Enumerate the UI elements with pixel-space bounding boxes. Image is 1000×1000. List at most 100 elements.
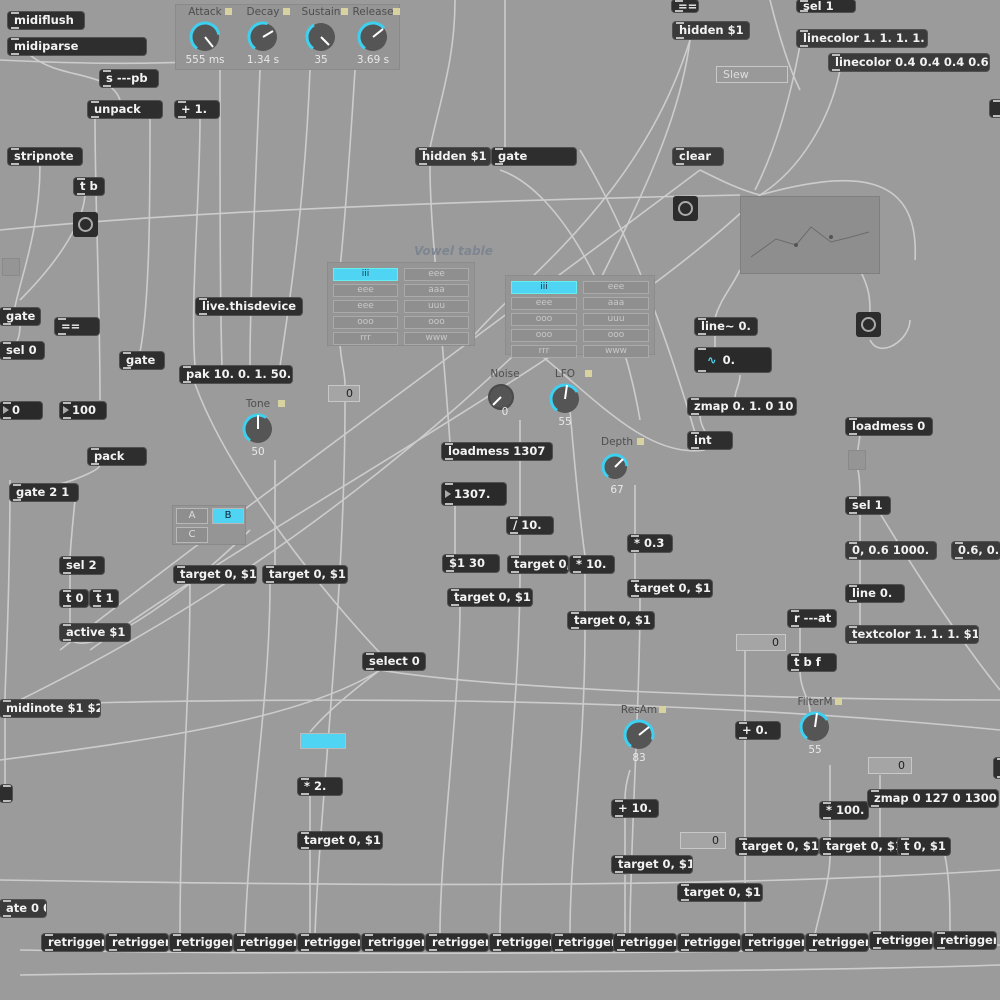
line-tilde-object[interactable]: line~ 0. bbox=[695, 318, 757, 335]
vowel-cell[interactable]: uuu bbox=[583, 313, 649, 326]
target-object-i[interactable]: target 0, $1 bbox=[678, 884, 762, 901]
target-object-d[interactable]: target 0, $1 bbox=[448, 589, 532, 606]
slew-label[interactable]: Slew bbox=[716, 66, 788, 83]
vowel-cell[interactable]: uuu bbox=[404, 300, 469, 313]
switch-a[interactable]: A bbox=[176, 508, 208, 524]
attack-dial[interactable]: Attack 555 ms bbox=[176, 6, 234, 66]
target-object-h[interactable]: target 0, $1 bbox=[612, 856, 692, 873]
number-box-h[interactable]: 0 bbox=[680, 832, 726, 849]
lfo-dial[interactable]: LFO 55 bbox=[536, 368, 594, 428]
receive-at-object[interactable]: r ---at bbox=[788, 610, 836, 627]
retrigger-object[interactable]: retrigger bbox=[170, 934, 232, 951]
gate-object-mid[interactable]: gate bbox=[120, 352, 164, 369]
retrigger-object[interactable]: retrigger bbox=[42, 934, 104, 951]
pack-object[interactable]: pack bbox=[88, 448, 146, 465]
retrigger-object[interactable]: retrigger bbox=[106, 934, 168, 951]
equals-object-left[interactable]: == bbox=[55, 318, 99, 335]
times-2-object[interactable]: * 2. bbox=[298, 778, 342, 795]
number-box-0[interactable]: 0 bbox=[0, 402, 42, 419]
float-number-1307[interactable]: 1307. bbox=[442, 483, 506, 505]
gate-2-1-object[interactable]: gate 2 1 bbox=[10, 484, 78, 501]
number-box-z[interactable]: 0 bbox=[868, 757, 912, 774]
vowel-cell[interactable]: eee bbox=[511, 297, 577, 310]
vowel-cell[interactable]: aaa bbox=[583, 297, 649, 310]
retrigger-object[interactable]: retrigger bbox=[552, 934, 614, 951]
retrigger-object[interactable]: retrigger bbox=[742, 934, 804, 951]
midinote-message[interactable]: midinote $1 $2 bbox=[0, 700, 100, 717]
t-b-object[interactable]: t b bbox=[74, 178, 104, 195]
times-100-object[interactable]: * 100. bbox=[820, 802, 868, 819]
t-0-object[interactable]: t 0 bbox=[60, 590, 88, 607]
small-toggle-left[interactable] bbox=[2, 258, 20, 276]
send-pb-object[interactable]: s ---pb bbox=[100, 70, 158, 87]
switch-b[interactable]: B bbox=[212, 508, 244, 524]
divide-10-object[interactable]: / 10. bbox=[507, 517, 553, 534]
filterm-dial[interactable]: FilterM 55 bbox=[786, 696, 844, 756]
edge-object[interactable] bbox=[0, 785, 12, 802]
right-edge-object-b[interactable] bbox=[994, 758, 1000, 778]
vowel-cell[interactable]: iii bbox=[511, 281, 577, 294]
bang-toggle-right[interactable] bbox=[673, 196, 698, 221]
plus-10-object[interactable]: + 10. bbox=[612, 800, 658, 817]
vowel-cell[interactable]: eee bbox=[404, 268, 469, 281]
vowel-cell[interactable]: iii bbox=[333, 268, 398, 281]
times-10-object[interactable]: * 10. bbox=[570, 556, 614, 573]
t-b-f-object[interactable]: t b f bbox=[788, 654, 836, 671]
retrigger-object[interactable]: retrigger bbox=[678, 934, 740, 951]
release-dial[interactable]: Release 3.69 s bbox=[344, 6, 402, 66]
line-0-object[interactable]: line 0. bbox=[846, 585, 904, 602]
textcolor-message[interactable]: textcolor 1. 1. 1. $1 bbox=[846, 626, 978, 643]
zmap-object-1[interactable]: zmap 0. 1. 0 10 bbox=[688, 398, 796, 415]
midiparse-object[interactable]: midiparse bbox=[8, 38, 146, 55]
tone-dial[interactable]: Tone 50 bbox=[229, 398, 287, 458]
retrigger-object[interactable]: retrigger bbox=[870, 932, 932, 949]
vowel-cell[interactable]: ooo bbox=[333, 316, 398, 329]
vowel-cell[interactable]: ooo bbox=[583, 329, 649, 342]
gate-object-left[interactable]: gate bbox=[0, 308, 40, 325]
unpack-object[interactable]: unpack bbox=[88, 101, 162, 118]
sel-0-object[interactable]: sel 0 bbox=[0, 342, 44, 359]
signal-number-box[interactable]: ∿0. bbox=[695, 348, 771, 372]
linecolor-message-1[interactable]: linecolor 1. 1. 1. 1. bbox=[797, 30, 927, 47]
retrigger-object[interactable]: retrigger bbox=[614, 934, 676, 951]
target-object-e[interactable]: target 0, $1 bbox=[568, 612, 654, 629]
active-message[interactable]: active $1 bbox=[60, 624, 130, 641]
depth-dial[interactable]: Depth 67 bbox=[588, 436, 646, 496]
ramp-message-b[interactable]: 0.6, 0. bbox=[952, 542, 1000, 559]
retrigger-object[interactable]: retrigger bbox=[426, 934, 488, 951]
target-object-f[interactable]: target 0, $1 bbox=[628, 580, 712, 597]
int-object[interactable]: int bbox=[688, 432, 732, 449]
retrigger-object[interactable]: retrigger bbox=[490, 934, 552, 951]
vowel-cell[interactable]: ooo bbox=[511, 329, 577, 342]
vowel-cell[interactable]: www bbox=[404, 332, 469, 345]
retrigger-object[interactable]: retrigger bbox=[298, 934, 360, 951]
sel-1-object-top[interactable]: sel 1 bbox=[797, 0, 855, 12]
target-object-c[interactable]: target 0, bbox=[508, 556, 568, 573]
times-0.3-object[interactable]: * 0.3 bbox=[628, 535, 672, 552]
select-0-object[interactable]: select 0 bbox=[363, 653, 425, 670]
switch-c[interactable]: C bbox=[176, 527, 208, 543]
sel-1-object[interactable]: sel 1 bbox=[846, 497, 890, 514]
noise-dial[interactable]: Noise 0 bbox=[488, 368, 520, 418]
bang-toggle-far-right[interactable] bbox=[856, 312, 881, 337]
equals-object-top[interactable]: == bbox=[672, 0, 698, 12]
plus-1-object[interactable]: + 1. bbox=[175, 101, 219, 118]
ramp-message-a[interactable]: 0, 0.6 1000. bbox=[846, 542, 936, 559]
target-object-g[interactable]: target 0, $1 bbox=[298, 832, 382, 849]
target-object-b[interactable]: target 0, $1 bbox=[263, 566, 347, 583]
linecolor-message-2[interactable]: linecolor 0.4 0.4 0.4 0.6 bbox=[829, 54, 989, 71]
vowel-cell[interactable]: eee bbox=[333, 284, 398, 297]
sustain-dial[interactable]: Sustain 35 bbox=[292, 6, 350, 66]
rate-message[interactable]: ate 0 0 bbox=[0, 900, 46, 917]
retrigger-object[interactable]: retrigger bbox=[362, 934, 424, 951]
zmap-object-2[interactable]: zmap 0 127 0 1300 bbox=[868, 790, 998, 807]
vowel-cell[interactable]: aaa bbox=[404, 284, 469, 297]
float-slider-cyan[interactable] bbox=[300, 733, 346, 749]
target-object-a[interactable]: target 0, $1 bbox=[174, 566, 256, 583]
gate-object-center[interactable]: gate bbox=[492, 148, 576, 165]
small-toggle-right[interactable] bbox=[848, 450, 866, 470]
t-1-object[interactable]: t 1 bbox=[90, 590, 118, 607]
resamt-dial[interactable]: ResAm 83 bbox=[610, 704, 668, 764]
